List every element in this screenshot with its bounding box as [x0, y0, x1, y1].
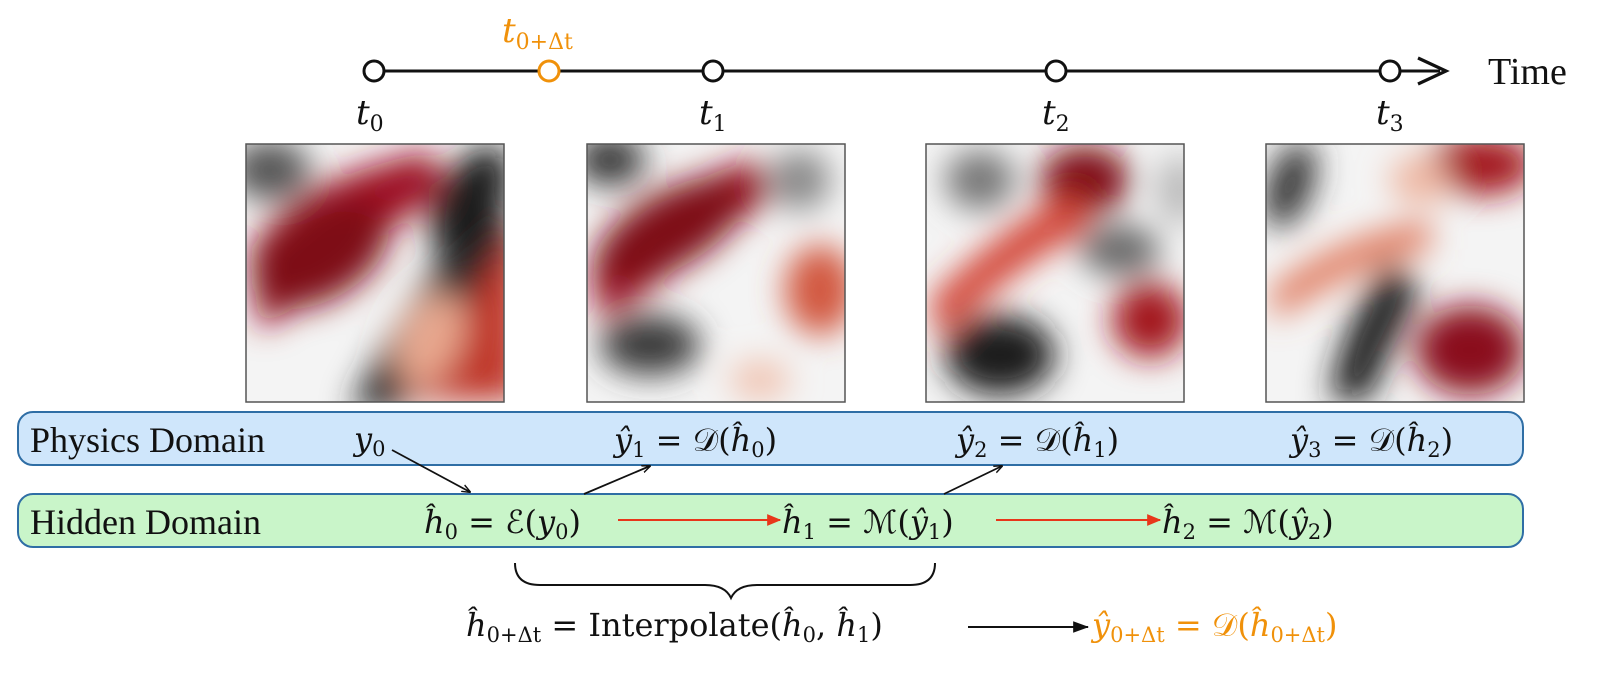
hidden-h1-equation: ĥ1 = ℳ(ŷ1): [782, 503, 954, 544]
field-panel-t3: [1265, 143, 1525, 403]
arrow-y0-to-h0: [391, 449, 470, 492]
physics-y0: y0: [352, 420, 385, 461]
tick-label-t1: t1: [699, 93, 727, 137]
hidden-h2-equation: ĥ2 = ℳ(ŷ2): [1162, 503, 1334, 544]
tick-circle-t2: [1044, 59, 1068, 83]
physics-domain-label: Physics Domain: [30, 420, 265, 460]
arrow-h1-to-y2: [943, 466, 1002, 495]
tick-circle-t1: [701, 59, 725, 83]
tick-label-t3: t3: [1376, 93, 1404, 137]
interpolation-brace: [514, 562, 936, 601]
physics-y3-equation: ŷ3 = 𝒟(ĥ2): [1288, 421, 1453, 462]
field-panel-t2: [925, 143, 1185, 403]
arrow-h0-to-y1: [583, 466, 650, 495]
tick-circle-t0dt: [537, 59, 561, 83]
time-axis-label: Time: [1488, 51, 1567, 93]
tick-label-t2: t2: [1042, 93, 1070, 137]
tick-label-t0dt: t0+Δt: [502, 11, 573, 55]
physics-domain-band: Physics Domain y0 ŷ1 = 𝒟(ĥ0) ŷ2 = 𝒟(ĥ1) …: [17, 411, 1524, 466]
tick-circle-t0: [362, 59, 386, 83]
time-axis-arrowhead-icon: [1417, 56, 1450, 86]
interpolation-row: ĥ0+Δt = Interpolate(ĥ0, ĥ1) ŷ0+Δt = 𝒟(ĥ0…: [466, 606, 1337, 647]
hidden-domain-label: Hidden Domain: [30, 502, 261, 542]
physics-y1-equation: ŷ1 = 𝒟(ĥ0): [612, 421, 777, 462]
physics-y2-equation: ŷ2 = 𝒟(ĥ1): [954, 421, 1119, 462]
tick-label-t0: t0: [356, 93, 384, 137]
interpolation-equation: ĥ0+Δt = Interpolate(ĥ0, ĥ1): [466, 606, 883, 647]
tick-circle-t3: [1378, 59, 1402, 83]
encode-decode-arrows: [391, 449, 1002, 495]
field-panel-t1: [586, 143, 846, 403]
timeline: Time t0 t0+Δt t1 t2 t3: [356, 11, 1567, 137]
interpolation-result-equation: ŷ0+Δt = 𝒟(ĥ0+Δt): [1090, 606, 1337, 647]
field-panel-t0: [245, 143, 505, 403]
hidden-h0-equation: ĥ0 = ℰ(y0): [424, 503, 581, 544]
